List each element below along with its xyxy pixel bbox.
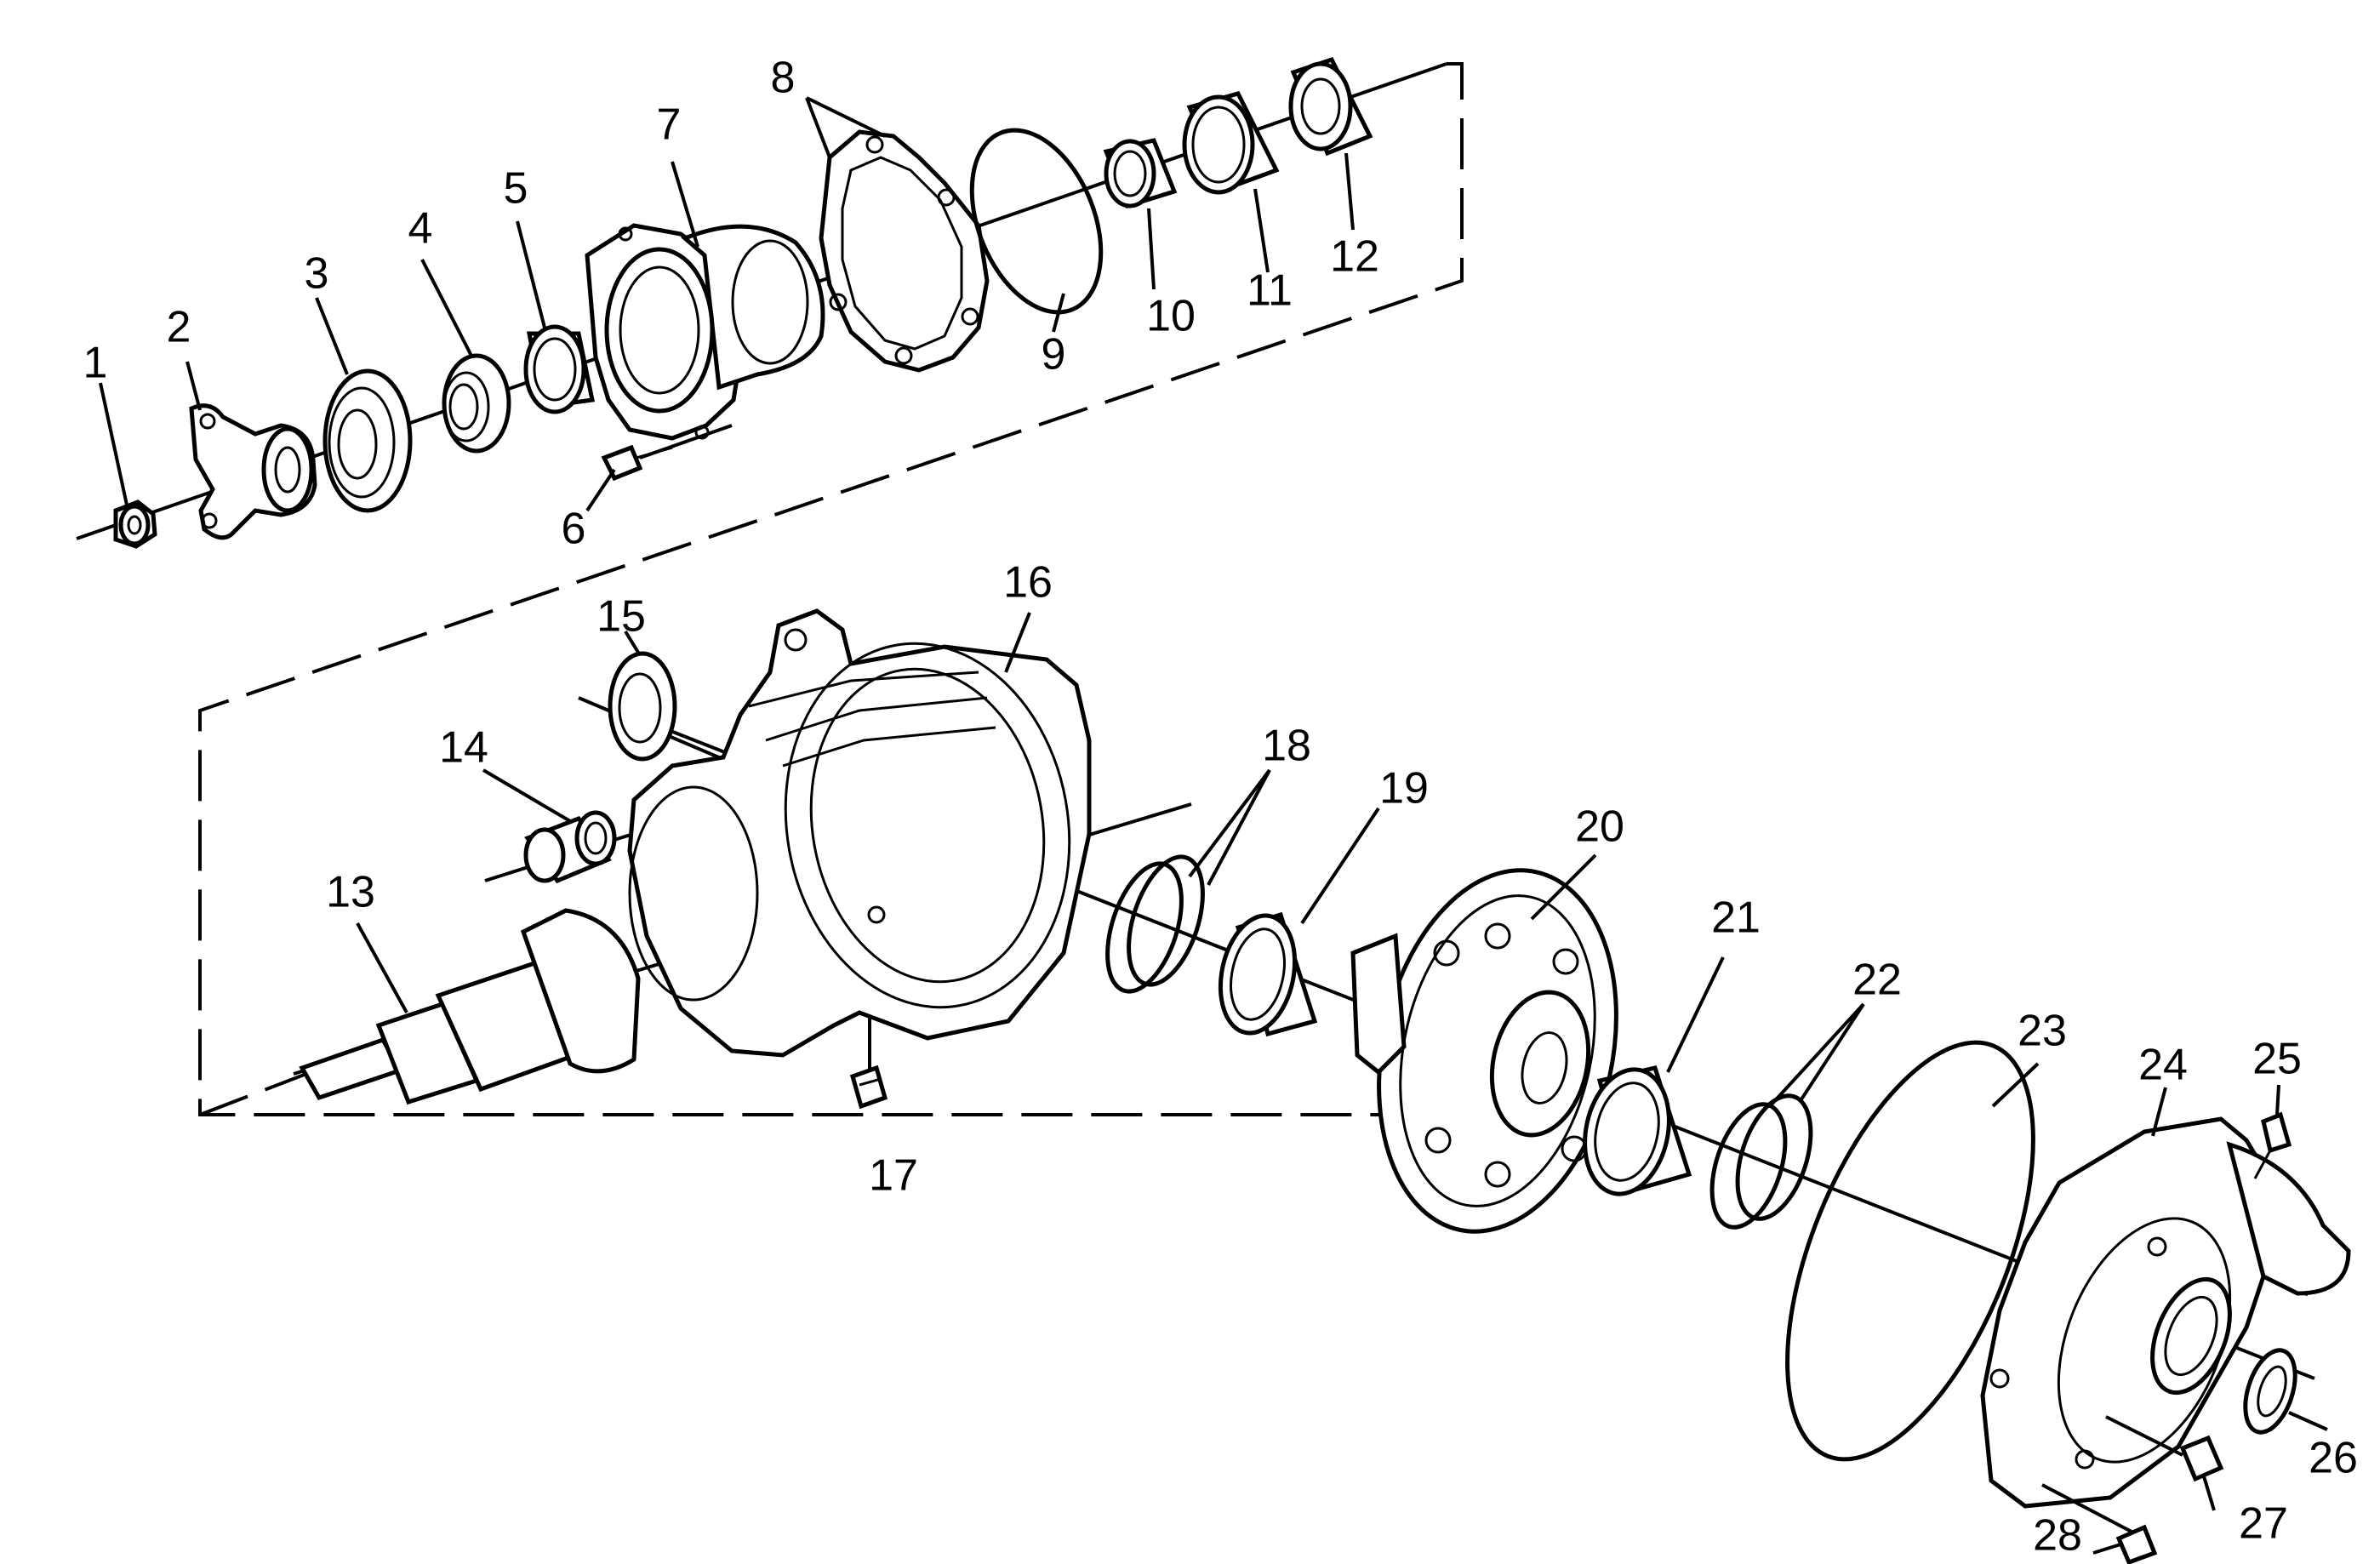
callout-10: 10	[1146, 292, 1196, 341]
callout-9: 9	[1042, 330, 1066, 380]
part-9-o-ring	[969, 128, 1104, 315]
callout-19: 19	[1379, 764, 1429, 813]
leader-5	[516, 220, 546, 328]
callout-27: 27	[2239, 1499, 2288, 1549]
leader-2	[185, 361, 202, 411]
part-6-bolt	[601, 444, 673, 482]
callout-1: 1	[83, 339, 108, 388]
part-12-bearing	[1288, 56, 1373, 157]
part-13-pinion-gear	[299, 908, 641, 1105]
callout-15: 15	[596, 592, 646, 642]
dashed-connector-lower	[199, 1072, 307, 1116]
leader-11	[1253, 188, 1270, 273]
part-27-bolt	[2179, 1435, 2224, 1482]
part-8-gasket	[819, 129, 990, 373]
part-17-plug	[849, 1065, 888, 1110]
part-3-seal	[322, 368, 413, 513]
part-25-vent	[2253, 1111, 2292, 1179]
part-4-bearing	[442, 353, 511, 454]
callout-12: 12	[1330, 232, 1379, 282]
leader-9	[1052, 293, 1065, 333]
part-15-seal	[608, 651, 677, 762]
part-21-bearing-cup	[1583, 1065, 1692, 1196]
dashed-connector-frame	[198, 62, 1464, 1116]
part-24-cover	[1980, 1116, 2351, 1509]
part-16-carrier-housing	[627, 608, 1092, 1058]
callout-6: 6	[562, 505, 586, 554]
part-5-bearing-cup	[523, 324, 595, 414]
leader-4	[420, 259, 474, 358]
callout-22: 22	[1852, 956, 1902, 1005]
callout-21: 21	[1711, 893, 1761, 943]
leader-13	[356, 922, 408, 1013]
leader-23	[1991, 1062, 2040, 1108]
leader-18a	[1188, 768, 1271, 878]
leader-25	[2275, 1084, 2280, 1116]
callout-5: 5	[504, 164, 528, 214]
part-22-shims	[1709, 1093, 1813, 1230]
part-2-flange	[189, 403, 317, 540]
leader-1	[99, 382, 129, 510]
leader-22b	[1798, 1002, 1865, 1104]
leader-12	[1344, 152, 1355, 231]
part-11-bearing-cup	[1182, 91, 1280, 195]
callout-7: 7	[657, 100, 682, 150]
callout-14: 14	[439, 723, 488, 773]
callout-4: 4	[408, 204, 433, 254]
leader-6	[585, 468, 616, 512]
part-1-nut	[113, 499, 157, 549]
callout-2: 2	[167, 303, 191, 352]
leader-10	[1147, 208, 1156, 290]
leader-21	[1666, 956, 1725, 1073]
leader-14	[482, 768, 572, 823]
callout-20: 20	[1575, 802, 1624, 852]
leader-8a	[806, 96, 886, 138]
part-28-bolt	[2115, 1524, 2158, 1564]
leader-24	[2151, 1087, 2167, 1137]
callout-17: 17	[869, 1151, 918, 1201]
callout-26: 26	[2309, 1434, 2358, 1483]
part-14-bushing	[523, 810, 617, 884]
part-18-shims	[1105, 854, 1205, 994]
leader-7	[671, 161, 699, 248]
part-20-differential-carrier	[1350, 868, 1618, 1234]
callout-13: 13	[326, 868, 375, 917]
callout-28: 28	[2033, 1511, 2082, 1561]
callout-16: 16	[1003, 558, 1053, 608]
leader-8b	[805, 97, 831, 158]
callout-11: 11	[1247, 266, 1293, 316]
leader-15	[624, 630, 642, 657]
part-23-gasket-ring	[1785, 1040, 2035, 1462]
callout-25: 25	[2252, 1035, 2302, 1084]
callout-8: 8	[771, 54, 796, 103]
leader-28b	[2041, 1483, 2132, 1533]
part-7-pinion-housing	[585, 223, 825, 441]
leader-19	[1300, 807, 1380, 925]
leader-27	[2202, 1476, 2216, 1511]
leader-26	[2288, 1411, 2328, 1431]
part-10-spacer	[1103, 138, 1178, 209]
callout-18: 18	[1262, 722, 1311, 771]
leader-27b	[2105, 1415, 2183, 1457]
callout-23: 23	[2018, 1007, 2067, 1056]
leader-20	[1530, 853, 1597, 921]
leader-16	[1004, 612, 1031, 673]
leader-22a	[1768, 1002, 1865, 1108]
leader-28	[2092, 1543, 2121, 1555]
callout-24: 24	[2138, 1041, 2188, 1090]
leader-6b	[639, 424, 733, 459]
callout-3: 3	[305, 249, 329, 299]
leader-3	[315, 297, 349, 375]
leader-18b	[1207, 769, 1271, 886]
part-26-seal	[2243, 1348, 2297, 1435]
part-19-bearing-cup	[1218, 911, 1318, 1037]
